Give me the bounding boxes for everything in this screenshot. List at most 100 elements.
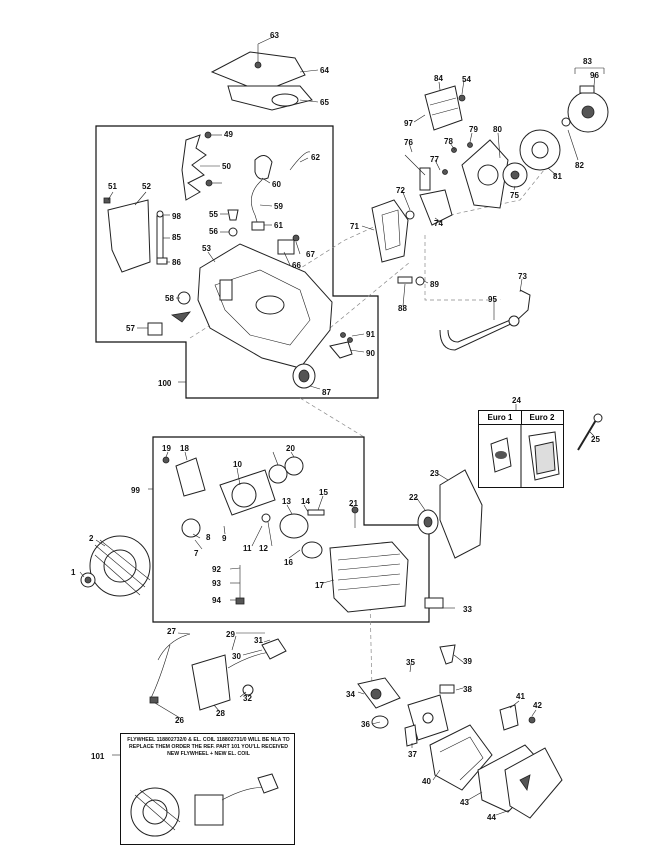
callout-label: 83 [583,57,592,66]
callout-label: 98 [172,212,181,221]
callout-label: 95 [488,295,497,304]
callout-label: 73 [518,272,527,281]
callout-label: 88 [398,304,407,313]
callout-label: 86 [172,258,181,267]
callout-label: 31 [254,636,263,645]
callout-label: 54 [462,75,471,84]
callout-label: 14 [301,497,310,506]
callout-label: 27 [167,627,176,636]
callout-label: 9 [222,534,227,543]
callout-label: 53 [202,244,211,253]
callout-label: 60 [272,180,281,189]
euro-variants-box: Euro 1 Euro 2 [478,410,564,488]
callout-label: 77 [430,155,439,164]
callout-label: 94 [212,596,221,605]
callout-label: 39 [463,657,472,666]
callout-label: 62 [311,153,320,162]
kit-illustration [130,773,279,837]
clutch-part [561,85,609,133]
callout-label: 37 [408,750,417,759]
callout-label: 25 [591,435,600,444]
callout-label: 28 [216,709,225,718]
callout-label: 99 [131,486,140,495]
callout-label: 7 [194,549,199,558]
cylinder-part [329,506,409,613]
oil-line-part [235,565,245,605]
chain-guard-part [181,134,207,201]
callout-label: 61 [274,221,283,230]
callout-label: 38 [463,685,472,694]
callout-label: 52 [142,182,151,191]
callout-label: 8 [206,533,211,542]
small-screws [347,142,473,343]
callout-label: 81 [553,172,562,181]
callout-label: 41 [516,692,525,701]
guide-line [329,261,411,329]
callout-label: 44 [487,813,496,822]
callout-label: 85 [172,233,181,242]
callout-label: 20 [286,444,295,453]
callout-label: 101 [91,752,105,761]
callout-label: 22 [409,493,418,502]
callout-label: 65 [320,98,329,107]
callout-label: 26 [175,716,184,725]
callout-label: 74 [434,219,443,228]
intake-part [357,677,401,709]
handle-part [103,197,151,273]
cover-plate-part [461,139,509,209]
callout-label: 42 [533,701,542,710]
callout-label: 35 [406,658,415,667]
callout-label: 36 [361,720,370,729]
part-labels: 1 2 7 8 9 10 11 12 13 14 15 16 17 18 19 … [71,31,600,822]
callout-label: 57 [126,324,135,333]
guide-line [424,235,520,301]
callout-label: 80 [493,125,502,134]
callout-label: 76 [404,138,413,147]
ignition-coil-part [149,633,287,711]
crankcase-part [197,234,333,369]
callout-label: 87 [322,388,331,397]
callout-label: 90 [366,349,375,358]
callout-label: 2 [89,534,94,543]
callout-label: 96 [590,71,599,80]
callout-label: 84 [434,74,443,83]
callout-label: 49 [224,130,233,139]
callout-label: 71 [350,222,359,231]
callout-label: 79 [469,125,478,134]
bolt-25-part [577,413,603,451]
chain-brake-part [371,199,409,263]
callout-label: 16 [284,558,293,567]
euro-variant-parts [490,424,560,487]
callout-label: 32 [243,694,252,703]
bolt-part [397,276,425,286]
callout-label: 30 [232,652,241,661]
callout-label: 43 [460,798,469,807]
callout-label: 11 [243,544,252,553]
replacement-note-box: FLYWHEEL 118802732/0 & EL. COIL 11880273… [120,733,295,845]
callout-label: 18 [180,444,189,453]
euro-2-header: Euro 2 [521,411,563,425]
callout-label: 29 [226,630,235,639]
callout-label: 21 [349,499,358,508]
bracket-part [424,85,466,131]
fuel-hose-part [250,151,311,231]
callout-label: 59 [274,202,283,211]
callout-label: 89 [430,280,439,289]
carburetor-part [371,684,455,747]
callout-label: 50 [222,162,231,171]
callout-label: 13 [282,497,291,506]
oil-pump-part [404,154,453,226]
callout-label: 55 [209,210,218,219]
callout-label: 67 [306,250,315,259]
piston-part [279,509,325,559]
callout-label: 24 [512,396,521,405]
guide-line [189,214,401,339]
callout-label: 97 [404,119,413,128]
muffler-part [417,469,483,609]
callout-label: 100 [158,379,172,388]
callout-label: 93 [212,579,221,588]
flywheel-part [80,535,151,597]
leader-lines [79,35,605,816]
crankcase-group-frame [95,125,379,399]
